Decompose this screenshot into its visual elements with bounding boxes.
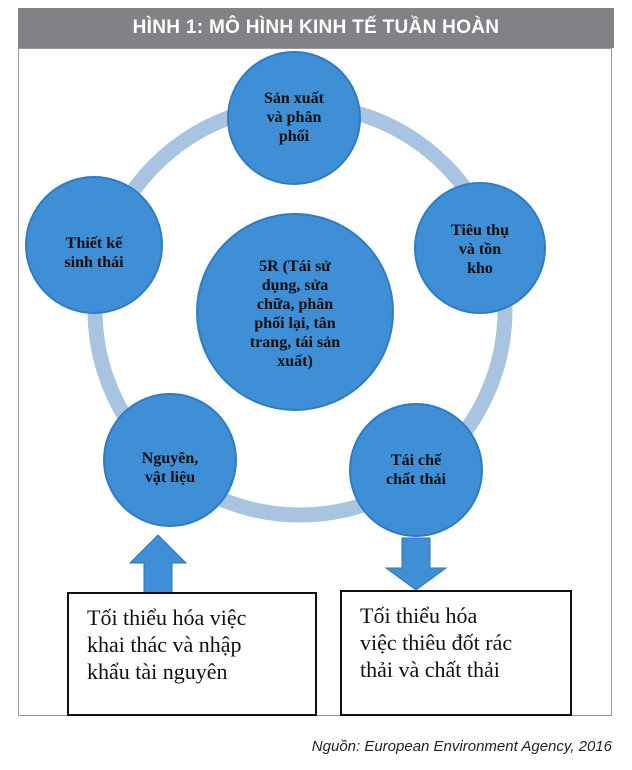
source-note: Nguồn: European Environment Agency, 2016	[311, 738, 612, 755]
node-ecodesign-label: Thiết kế sinh thái	[64, 235, 124, 271]
figure-title: HÌNH 1: MÔ HÌNH KINH TẾ TUẦN HOÀN	[18, 8, 614, 48]
node-materials-circle	[103, 393, 237, 527]
node-production-circle	[227, 51, 361, 185]
arrow-down-icon	[384, 537, 448, 591]
box-minimize-extraction: Tối thiểu hóa việc khai thác và nhập khẩ…	[67, 592, 317, 716]
node-production-label: Sản xuất và phân phối	[263, 90, 325, 145]
node-recycling-label: Tái chế chất thải	[386, 452, 446, 488]
box-minimize-incineration: Tối thiểu hóa việc thiêu đốt rác thải và…	[340, 590, 572, 716]
node-consumption-circle	[414, 182, 546, 314]
node-recycling-circle	[349, 403, 483, 537]
node-ecodesign-circle	[25, 176, 163, 314]
arrow-up-icon	[128, 534, 188, 595]
node-center-label: 5R (Tái sử dụng, sửa chữa, phân phối lại…	[249, 258, 341, 370]
node-materials-label: Nguyên, vật liệu	[141, 450, 199, 486]
node-center-circle	[196, 213, 394, 411]
node-consumption-label: Tiêu thụ và tồn kho	[451, 222, 509, 277]
